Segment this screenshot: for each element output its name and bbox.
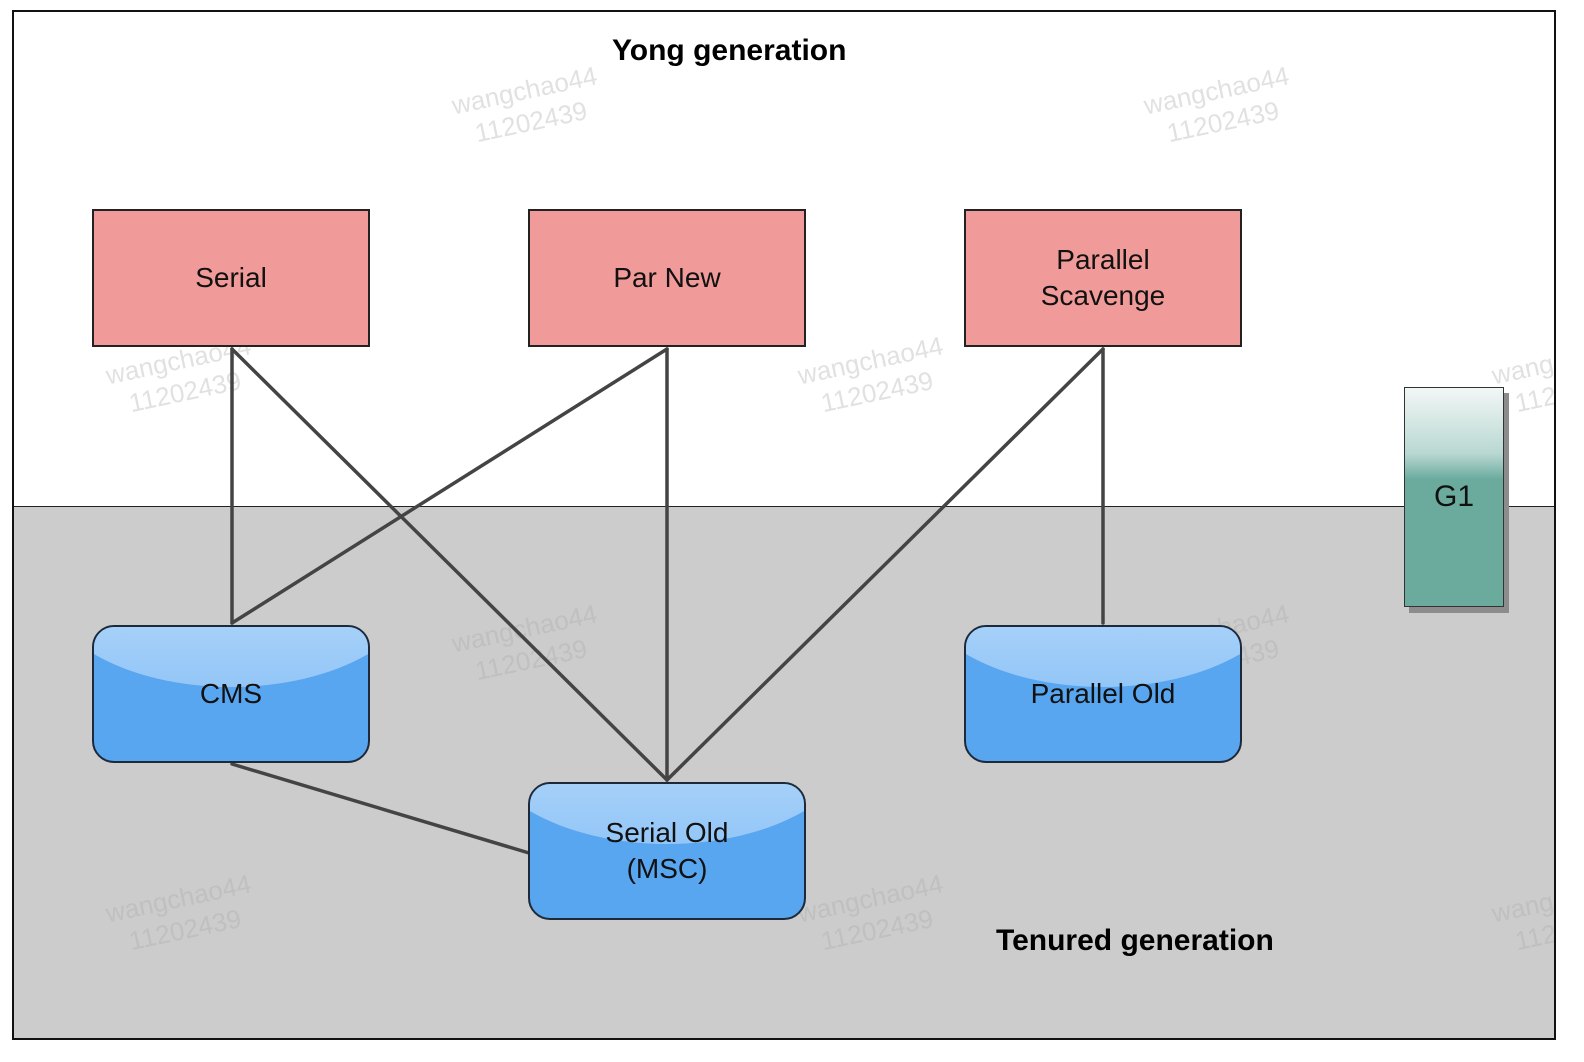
diagram-canvas: wangchao44 11202439 wangchao44 11202439 … — [12, 10, 1556, 1040]
serial-old-label: Serial Old (MSC) — [605, 817, 729, 884]
par-new-label: Par New — [613, 262, 721, 293]
link-parallel-scavenge-serial-old — [665, 347, 1105, 782]
cms-label: CMS — [199, 678, 263, 709]
link-parnew-cms — [230, 347, 669, 625]
tenured-generation-region — [14, 506, 1554, 1038]
collector-links — [230, 347, 1105, 855]
serial-collector-box: Serial — [92, 209, 370, 347]
link-cms-serial-old — [230, 762, 531, 855]
parallel-old-collector-box: Parallel Old — [964, 625, 1242, 763]
g1-collector-box: G1 — [1404, 387, 1504, 607]
parallel-scavenge-collector-box: Parallel Scavenge — [964, 209, 1242, 347]
parallel-scavenge-label: Parallel Scavenge — [1040, 244, 1166, 311]
link-serial-serial-old — [230, 347, 669, 782]
serial-old-collector-box: Serial Old (MSC) — [528, 782, 806, 920]
young-generation-title: Yong generation — [612, 34, 847, 67]
par-new-collector-box: Par New — [528, 209, 806, 347]
parallel-old-label: Parallel Old — [1030, 678, 1176, 709]
serial-label: Serial — [195, 262, 267, 293]
tenured-generation-title: Tenured generation — [996, 924, 1274, 957]
g1-label: G1 — [1433, 480, 1475, 513]
cms-collector-box: CMS — [92, 625, 370, 763]
